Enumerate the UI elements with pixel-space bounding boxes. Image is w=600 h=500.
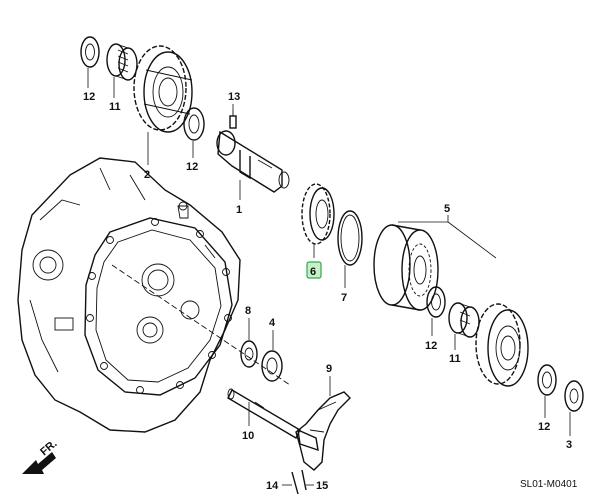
callout-9: 9 (326, 363, 332, 375)
callout-2: 2 (144, 169, 150, 181)
callout-6-highlight (306, 261, 322, 279)
part-11-needle-bearing-a (106, 43, 138, 81)
part-12-seal-c (426, 286, 446, 318)
callout-10: 10 (242, 430, 254, 442)
front-direction-label: FR. (38, 438, 59, 459)
callout-12-b: 12 (186, 161, 198, 173)
callout-1: 1 (236, 204, 242, 216)
callout-12-c: 12 (425, 340, 437, 352)
part-2-gear (133, 45, 193, 133)
callout-4: 4 (269, 317, 276, 329)
callout-3: 3 (566, 439, 572, 451)
part-8-washer (240, 340, 258, 368)
callout-12-d: 12 (538, 421, 550, 433)
part-12-seal-a (80, 36, 100, 68)
part-12-seal-d (537, 364, 557, 396)
part-4-seal (261, 350, 283, 382)
part-13-pin (229, 110, 237, 129)
callout-7: 7 (341, 292, 347, 304)
part-9-shift-fork (295, 391, 351, 471)
part-12-seal-b (183, 107, 205, 141)
callout-12-a: 12 (83, 91, 95, 103)
callout-5: 5 (444, 203, 450, 215)
transmission-housing (17, 157, 241, 433)
part-5-synchro-hub (373, 224, 439, 311)
callout-8: 8 (245, 305, 251, 317)
callout-13: 13 (228, 91, 240, 103)
part-11-needle-bearing-b (448, 302, 480, 338)
callout-15: 15 (316, 480, 328, 492)
callout-6: 6 (310, 266, 316, 278)
part-6-synchro-ring (301, 183, 335, 245)
shaft-centerline (111, 264, 291, 386)
part-1-shaft (216, 130, 290, 193)
part-7-snap-ring (337, 210, 363, 266)
front-direction-indicator: FR. (22, 438, 60, 474)
part-15-pin (301, 469, 307, 491)
gear-right (475, 303, 529, 387)
leader-5b (447, 221, 497, 259)
front-arrow-icon (22, 452, 56, 474)
diagram-reference-code: SL01-M0401 (520, 479, 578, 490)
callout-11-a: 11 (109, 101, 121, 113)
part-10-shift-rod (227, 388, 301, 439)
part-14-pin (291, 471, 299, 495)
leader-lines (87, 68, 571, 486)
part-3-washer (564, 380, 584, 412)
callout-11-b: 11 (449, 353, 461, 365)
callout-14: 14 (266, 480, 279, 492)
